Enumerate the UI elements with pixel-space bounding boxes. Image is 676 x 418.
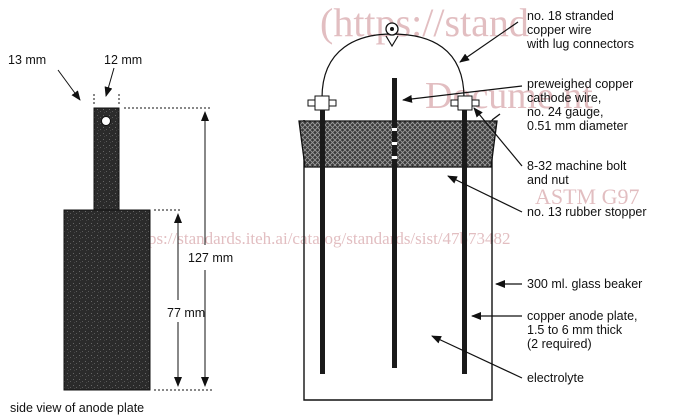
anode-plate-left	[320, 110, 325, 374]
wire-lug-center	[390, 27, 394, 31]
arrow-stranded-wire	[459, 21, 519, 63]
watermark-title: (https://stand	[320, 0, 529, 45]
dim-arrow-13mm	[57, 69, 81, 101]
label-anode-line3: (2 required)	[527, 337, 592, 351]
bolt-left-nut-a	[307, 99, 316, 107]
dim-label-127mm: 127 mm	[188, 251, 233, 265]
glass-beaker	[303, 120, 493, 401]
watermark: (https://stand Docume nt ASTM G97 https:…	[130, 0, 640, 248]
label-wire-line1: no. 18 stranded	[527, 9, 614, 23]
stranded-wire-right	[391, 33, 465, 99]
bolt-right-head	[457, 95, 473, 111]
cathode-wire-mark-1	[392, 128, 397, 131]
label-cathode-line2: cathode wire,	[527, 91, 601, 105]
leader-arrows	[402, 21, 523, 379]
anode-plate-hole	[101, 116, 111, 126]
label-electrolyte: electrolyte	[527, 371, 584, 385]
label-wire-line2: copper wire	[527, 23, 592, 37]
wire-lug-clip	[385, 35, 399, 48]
cathode-wire-mark-3	[392, 156, 397, 159]
watermark-std: ASTM G97	[535, 184, 640, 209]
cathode-wire	[392, 78, 397, 368]
stranded-wire-left	[321, 33, 393, 99]
arrow-machine-bolt	[473, 107, 523, 167]
label-cathode-line1: preweighed copper	[527, 77, 633, 91]
label-cathode-line4: 0.51 mm diameter	[527, 119, 628, 133]
bolt-right-nut-a	[450, 99, 459, 107]
label-wire-line3: with lug connectors	[526, 37, 634, 51]
anode-plate-right	[462, 110, 467, 374]
dim-label-13mm: 13 mm	[8, 53, 46, 67]
dim-label-12mm: 12 mm	[104, 53, 142, 67]
beaker-assembly	[298, 22, 501, 401]
arrow-cathode-wire	[402, 85, 523, 103]
label-rubber-stopper: no. 13 rubber stopper	[527, 205, 647, 219]
cathode-wire-mark-2	[392, 142, 397, 145]
bolt-left-nut-b	[328, 99, 337, 107]
bolt-left-head	[314, 95, 330, 111]
rubber-stopper	[298, 120, 498, 168]
label-bolt-line1: 8-32 machine bolt	[527, 159, 627, 173]
arrow-rubber-stopper	[447, 175, 523, 213]
bolt-right-nut-b	[471, 99, 480, 107]
anode-view-caption: side view of anode plate	[10, 401, 144, 415]
beaker-lip	[491, 113, 501, 121]
dim-arrow-12mm	[104, 67, 115, 97]
anode-plate-body	[63, 209, 151, 391]
label-glass-beaker: 300 ml. glass beaker	[527, 277, 642, 291]
anode-plate-side-view: 13 mm 12 mm 127 mm 77 mm side view of an…	[8, 53, 233, 415]
callout-labels: no. 18 stranded copper wire with lug con…	[526, 9, 647, 385]
dim-label-77mm: 77 mm	[167, 306, 205, 320]
arrow-electrolyte	[431, 335, 523, 379]
label-anode-line2: 1.5 to 6 mm thick	[527, 323, 623, 337]
watermark-line2: Docume nt	[425, 75, 593, 117]
label-bolt-line2: and nut	[527, 173, 569, 187]
label-anode-line1: copper anode plate,	[527, 309, 638, 323]
label-cathode-line3: no. 24 gauge,	[527, 105, 603, 119]
